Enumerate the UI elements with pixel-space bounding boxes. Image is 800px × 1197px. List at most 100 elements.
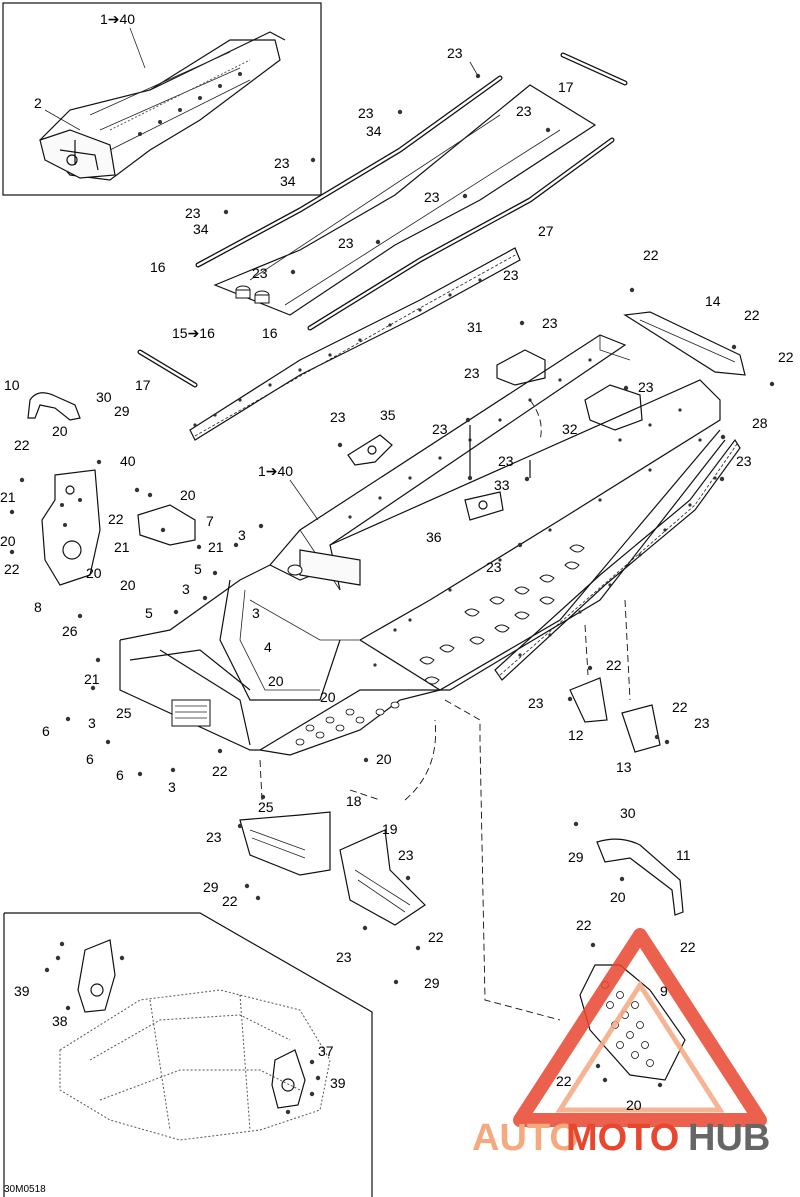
callout-15-16: 15➔16: [172, 325, 215, 341]
watermark-logo: [513, 928, 767, 1127]
brackets: [27, 311, 746, 1081]
callout-20: 20: [86, 565, 102, 581]
callout-34: 34: [366, 123, 382, 139]
callout-23: 23: [185, 205, 201, 221]
callout-22: 22: [680, 939, 696, 955]
watermark-auto: AUTO: [472, 1117, 579, 1159]
callout-10: 10: [4, 377, 20, 393]
callout-3: 3: [182, 581, 190, 597]
callout-27: 27: [538, 223, 554, 239]
callout-6: 6: [42, 723, 50, 739]
callout-22: 22: [108, 511, 124, 527]
callout-21: 21: [84, 671, 100, 687]
callout-20: 20: [610, 889, 626, 905]
callout-23: 23: [358, 105, 374, 121]
callout-9: 9: [660, 983, 668, 999]
callout-28: 28: [752, 415, 768, 431]
callout-20: 20: [180, 487, 196, 503]
callout-38: 38: [52, 1013, 68, 1029]
callout-21: 21: [114, 539, 130, 555]
top-rails: [137, 52, 741, 681]
callout-20: 20: [376, 751, 392, 767]
callout-23: 23: [338, 235, 354, 251]
callout-22: 22: [576, 917, 592, 933]
callout-22: 22: [556, 1073, 572, 1089]
callout-22: 22: [778, 349, 794, 365]
callout-22: 22: [14, 437, 30, 453]
drawing-code: 30M0518: [4, 1184, 46, 1195]
callout-20: 20: [626, 1097, 642, 1113]
callout-23: 23: [516, 103, 532, 119]
leader-dashes: [259, 399, 631, 1021]
callout-30: 30: [96, 389, 112, 405]
watermark-moto: MOTO: [566, 1117, 679, 1159]
callout-20: 20: [120, 577, 136, 593]
callout-23: 23: [528, 695, 544, 711]
callout-39: 39: [330, 1075, 346, 1091]
callout-40: 40: [120, 453, 136, 469]
callout-29: 29: [424, 975, 440, 991]
callout-8: 8: [34, 599, 42, 615]
callout-16: 16: [262, 325, 278, 341]
callout-1-40: 1➔40: [258, 463, 293, 479]
watermark-hub: HUB: [688, 1117, 770, 1159]
callout-17: 17: [558, 79, 574, 95]
callout-3: 3: [88, 715, 96, 731]
callout-36: 36: [426, 529, 442, 545]
callout-23: 23: [736, 453, 752, 469]
callout-4: 4: [264, 639, 272, 655]
callout-20: 20: [52, 423, 68, 439]
callout-23: 23: [694, 715, 710, 731]
callout-23: 23: [464, 365, 480, 381]
callout-23: 23: [252, 265, 268, 281]
inset-top-left: 1➔40 2: [2, 2, 322, 196]
callout-11: 11: [676, 847, 691, 863]
callout-22: 22: [744, 307, 760, 323]
callout-20: 20: [268, 673, 284, 689]
callout-29: 29: [568, 849, 584, 865]
callout-5: 5: [194, 561, 202, 577]
callout-21: 21: [208, 539, 224, 555]
callout-18: 18: [346, 793, 362, 809]
callout-23: 23: [424, 189, 440, 205]
callout-5: 5: [145, 605, 153, 621]
callout-23: 23: [542, 315, 558, 331]
callout-6: 6: [116, 767, 124, 783]
callout-37: 37: [318, 1043, 334, 1059]
callout-39: 39: [14, 983, 30, 999]
callout-23: 23: [206, 829, 222, 845]
callout-17: 17: [135, 377, 151, 393]
main-frame: [119, 278, 726, 756]
callout-6: 6: [86, 751, 94, 767]
callout-inset-range: 1➔40: [100, 11, 135, 27]
callout-23: 23: [274, 155, 290, 171]
callout-31: 31: [467, 319, 483, 335]
callout-34: 34: [280, 173, 296, 189]
callout-25: 25: [258, 799, 274, 815]
callout-35: 35: [380, 407, 396, 423]
callout-12: 12: [568, 727, 584, 743]
callout-23: 23: [638, 379, 654, 395]
callout-3: 3: [252, 605, 260, 621]
callout-20: 20: [0, 533, 16, 549]
callout-14: 14: [705, 293, 721, 309]
callout-23: 23: [336, 949, 352, 965]
callout-23: 23: [330, 409, 346, 425]
callout-29: 29: [114, 403, 130, 419]
callout-19: 19: [382, 821, 398, 837]
callout-16: 16: [150, 259, 166, 275]
callout-23: 23: [498, 453, 514, 469]
callout-23: 23: [503, 267, 519, 283]
callout-22: 22: [672, 699, 688, 715]
inset-bottom-left: [3, 912, 373, 1197]
callout-inset-2: 2: [34, 95, 42, 111]
callout-26: 26: [62, 623, 78, 639]
callout-25: 25: [116, 705, 132, 721]
callout-29: 29: [203, 879, 219, 895]
callout-labels: 23 17 23 23 34 23 34 23 23 34 27 23 16 2…: [0, 45, 794, 1113]
callout-23: 23: [447, 45, 463, 61]
callout-32: 32: [562, 421, 578, 437]
fasteners: [9, 73, 775, 1088]
callout-3: 3: [168, 779, 176, 795]
